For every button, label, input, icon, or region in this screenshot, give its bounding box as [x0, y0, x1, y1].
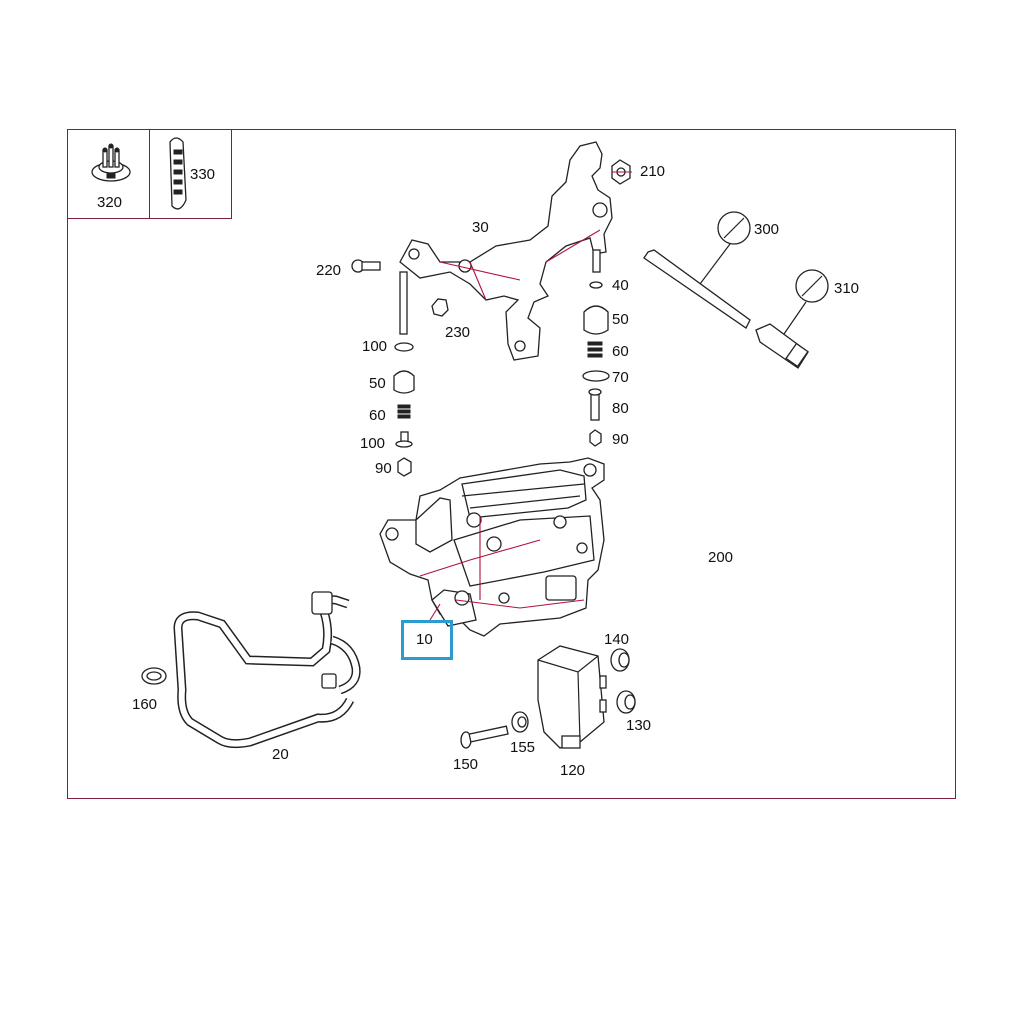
bolt-part [351, 259, 381, 273]
callout-label: 210 [640, 163, 666, 180]
callout-label: 60 [612, 343, 629, 360]
diagram-frame [67, 129, 956, 799]
tool-rod-part [643, 211, 751, 329]
hose-clamp-part [141, 667, 167, 685]
highlighted-callout-box[interactable]: 10 [401, 620, 453, 660]
callout-label: 160 [132, 696, 158, 713]
air-hose-part [649, 489, 733, 659]
callout-label: 50 [612, 311, 629, 328]
callout-label: 300 [754, 221, 780, 238]
callout-label: 130 [626, 717, 652, 734]
callout-label: 220 [316, 262, 342, 279]
inset-divider [149, 129, 150, 219]
callout-label: 10 [416, 631, 433, 648]
callout-label: 150 [453, 756, 479, 773]
callout-label: 120 [560, 762, 586, 779]
callout-label: 20 [272, 746, 289, 763]
grommet-part [610, 648, 636, 714]
callout-label: 90 [375, 460, 392, 477]
callout-label: 155 [510, 739, 536, 756]
callout-label: 50 [369, 375, 386, 392]
nut-part [431, 298, 449, 317]
callout-label: 90 [612, 431, 629, 448]
hose-assembly-part [173, 591, 361, 749]
bracket-part [399, 141, 613, 361]
callout-label: 330 [190, 166, 216, 183]
compressor-unit-part [379, 457, 605, 637]
right-mount-stack [582, 249, 610, 447]
control-module-part [537, 645, 607, 749]
callout-label: 230 [445, 324, 471, 341]
connector-icon [91, 143, 131, 182]
bolt-part [460, 725, 509, 749]
left-mount-stack [393, 271, 415, 477]
callout-label: 100 [362, 338, 388, 355]
callout-label: 60 [369, 407, 386, 424]
callout-label: 70 [612, 369, 629, 386]
callout-label: 100 [360, 435, 386, 452]
inset-divider [231, 129, 232, 219]
callout-label: 200 [708, 549, 734, 566]
gasket-icon [169, 137, 187, 210]
callout-label: 30 [472, 219, 489, 236]
callout-label: 320 [97, 194, 123, 211]
leader-lines [429, 171, 632, 621]
callout-label: 80 [612, 400, 629, 417]
callout-label: 310 [834, 280, 860, 297]
tool-adapter-part [755, 269, 829, 369]
callout-label: 140 [604, 631, 630, 648]
bushing-part [511, 711, 529, 733]
callout-label: 40 [612, 277, 629, 294]
